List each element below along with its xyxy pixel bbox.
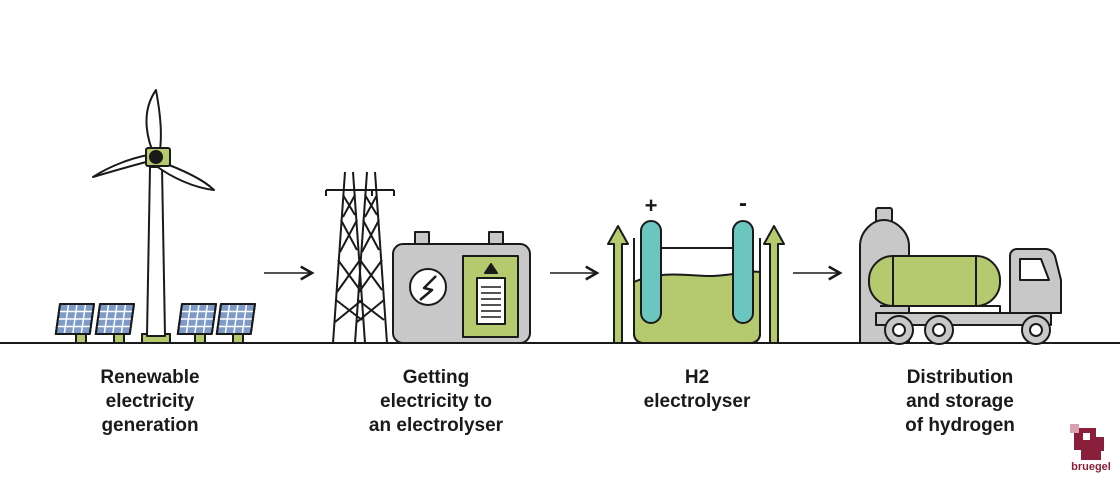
solar-panel-icon <box>215 303 257 335</box>
solar-panel-icon <box>54 303 96 335</box>
electrolyser-tank-icon <box>607 220 785 344</box>
stage-label-grid: Getting electricity to an electrolyser <box>368 367 504 436</box>
minus-sign: - <box>739 190 747 217</box>
plus-sign: + <box>645 193 658 218</box>
solar-panel-icon <box>176 303 218 335</box>
bruegel-logo-mark <box>1070 424 1104 460</box>
stage-label-electrolyser: H2 electrolyser <box>643 367 751 412</box>
solar-panel-icon <box>94 303 136 335</box>
stage-label-distribution: Distribution and storage of hydrogen <box>905 367 1015 436</box>
stage-label-renewable: Renewable electricity generation <box>100 367 200 436</box>
power-pylon-transformer-icon <box>325 171 531 344</box>
wind-turbine-solar-panels-icon <box>54 89 257 344</box>
hydrogen-truck-icon <box>859 207 1062 345</box>
bruegel-logo-text: bruegel <box>1071 461 1111 473</box>
